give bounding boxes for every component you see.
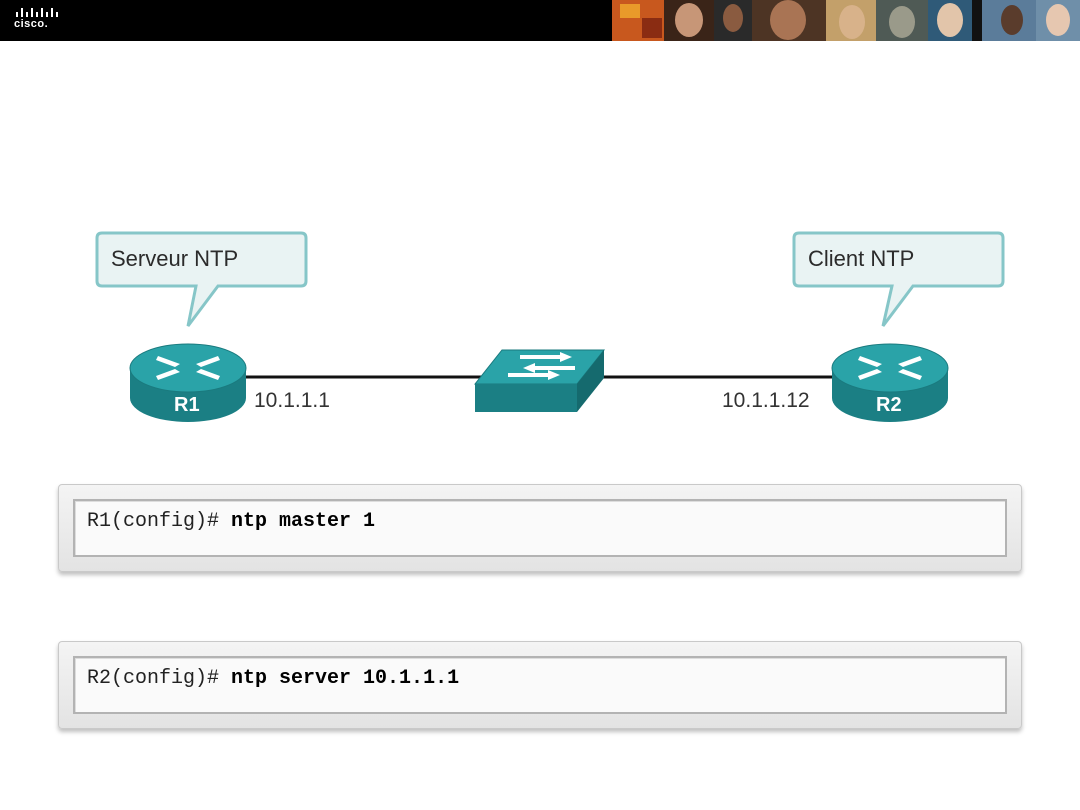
command-prompt: R1(config)# <box>87 510 232 533</box>
router-r2-label: R2 <box>876 394 902 416</box>
command-line-r2: R2(config)# ntp server 10.1.1.1 <box>87 667 459 690</box>
cisco-bridge-icon <box>16 8 58 17</box>
router-icon <box>129 343 247 422</box>
callout-r1-bubble <box>95 231 308 327</box>
command-text: ntp server 10.1.1.1 <box>231 667 460 690</box>
callout-r1-label: Serveur NTP <box>111 246 239 271</box>
r1-ip-address: 10.1.1.1 <box>254 389 330 412</box>
top-banner: cisco. <box>0 0 1080 41</box>
command-box-r2: R2(config)# ntp server 10.1.1.1 <box>58 641 1022 729</box>
router-icon <box>831 343 949 422</box>
callout-r2-bubble <box>792 231 1005 327</box>
command-box-r1-inner: R1(config)# ntp master 1 <box>73 499 1007 557</box>
command-box-r1: R1(config)# ntp master 1 <box>58 484 1022 572</box>
command-text: ntp master 1 <box>231 510 376 533</box>
callout-r2-label: Client NTP <box>808 246 915 271</box>
command-box-r2-inner: R2(config)# ntp server 10.1.1.1 <box>73 656 1007 714</box>
cisco-logo-text: cisco. <box>14 18 49 30</box>
photo-strip <box>612 0 1080 41</box>
router-r1-label: R1 <box>174 394 200 416</box>
command-line-r1: R1(config)# ntp master 1 <box>87 510 375 533</box>
command-prompt: R2(config)# <box>87 667 232 690</box>
switch-icon <box>473 349 606 412</box>
r2-ip-address: 10.1.1.12 <box>722 389 810 412</box>
